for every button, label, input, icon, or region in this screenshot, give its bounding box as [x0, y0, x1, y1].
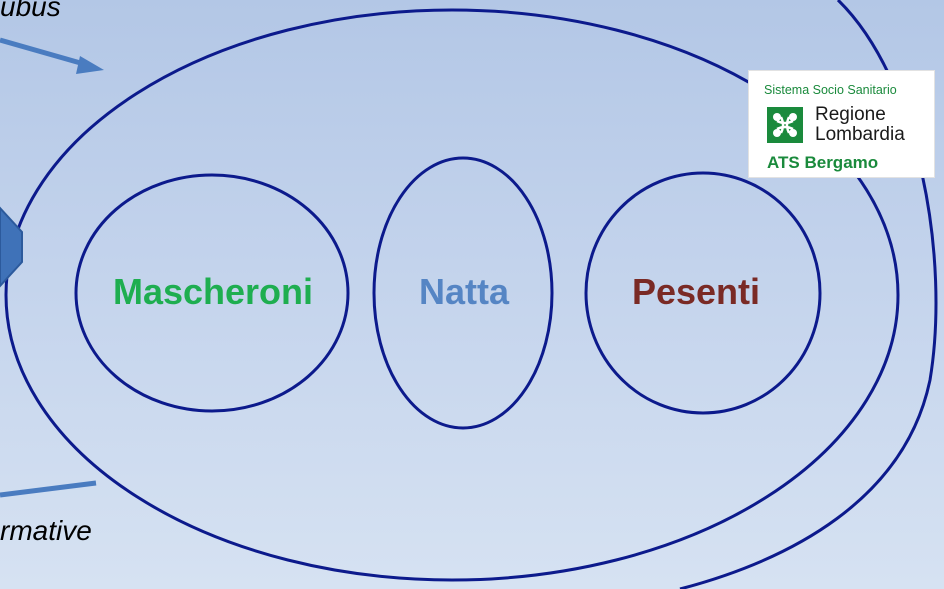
- left-chevron-shape: [0, 206, 23, 288]
- circle-natta: [372, 156, 554, 430]
- circle-pesenti: [584, 171, 822, 415]
- circle-mascheroni: [74, 173, 350, 413]
- text-fragment-top: ubus: [0, 0, 61, 22]
- label-mascheroni: Mascheroni: [112, 271, 314, 312]
- logo-region-line2: Lombardia: [815, 124, 905, 145]
- regione-lombardia-rosa-camuna-icon: [767, 107, 803, 143]
- ats-bergamo-logo: Sistema Socio Sanitario Regione Lombardi…: [748, 70, 935, 178]
- label-pesenti: Pesenti: [631, 271, 761, 312]
- arrow-top: [0, 37, 104, 74]
- logo-system-text: Sistema Socio Sanitario: [764, 83, 897, 97]
- connector-bottom: [0, 480, 97, 498]
- network-ellipse: [4, 8, 900, 582]
- label-natta: Natta: [418, 271, 510, 312]
- logo-ats-text: ATS Bergamo: [767, 153, 879, 172]
- text-fragment-bottom: rmative: [0, 515, 92, 546]
- logo-region-line1: Regione: [815, 104, 886, 125]
